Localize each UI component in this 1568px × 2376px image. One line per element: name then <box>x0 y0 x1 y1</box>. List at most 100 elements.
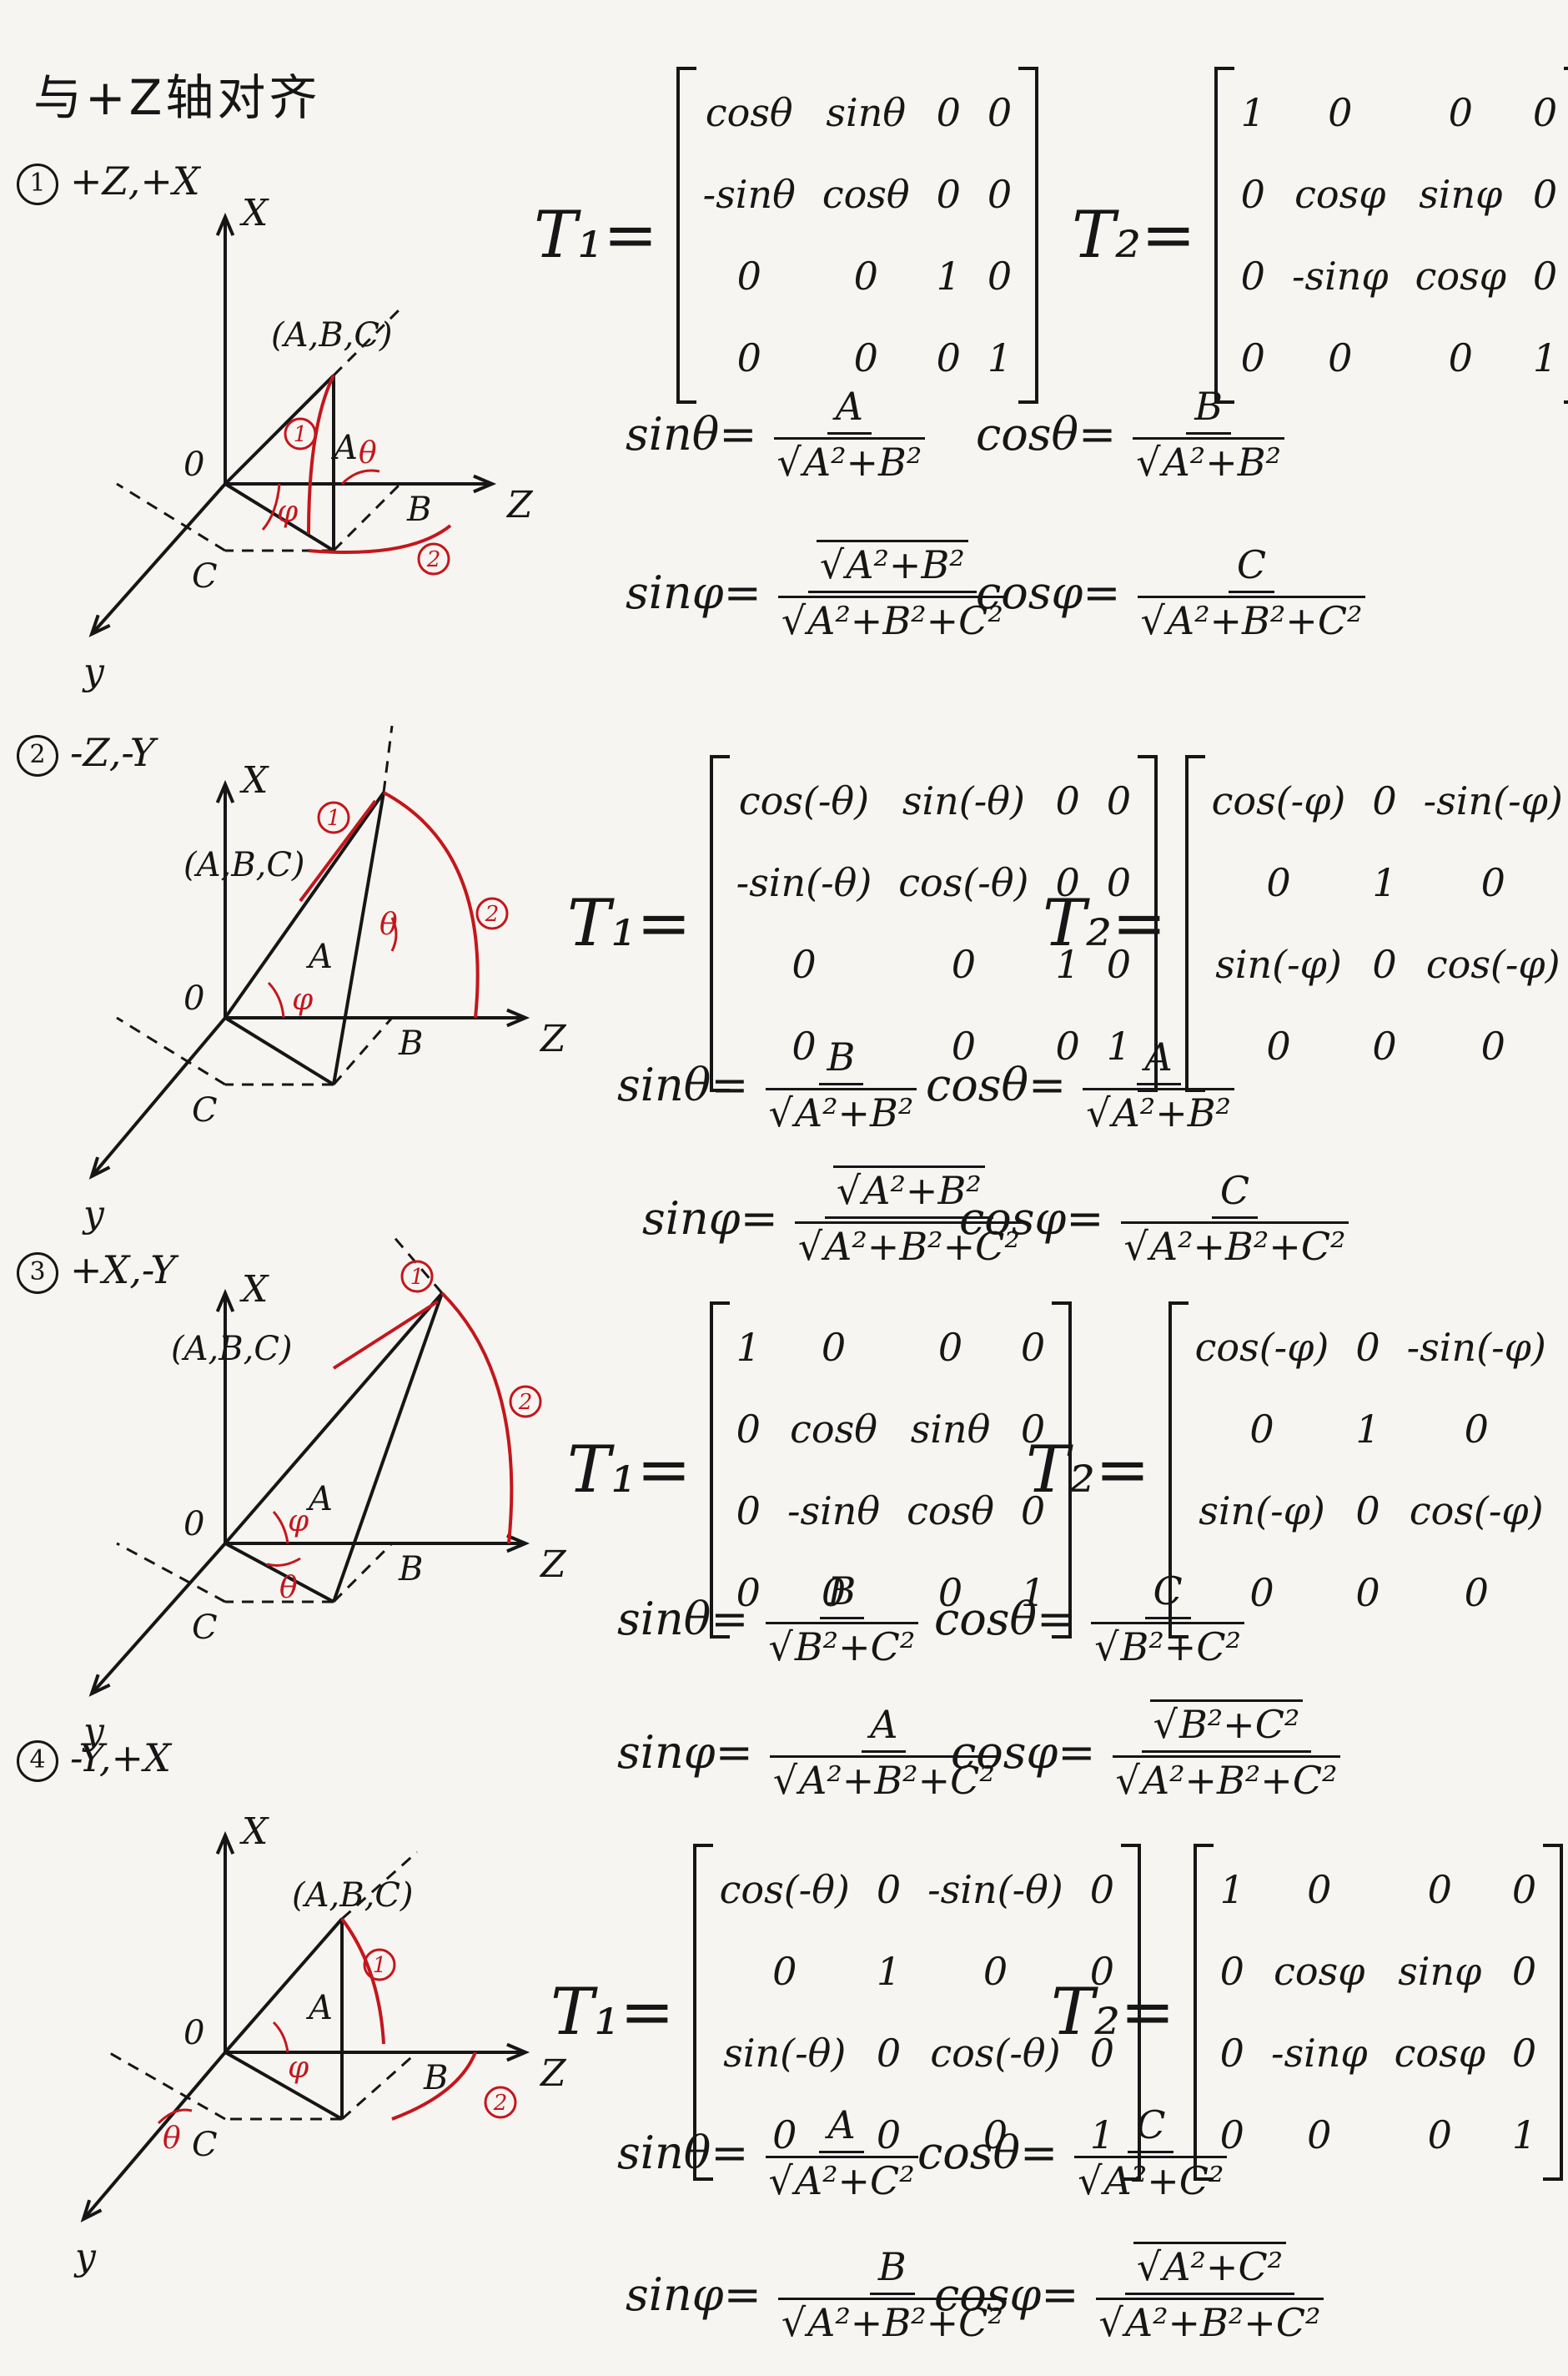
denominator: B²+C² <box>1083 1619 1253 1669</box>
matrix-cell: cos(-φ) <box>1194 1325 1329 1370</box>
fraction: BA²+B²+C² <box>770 2244 1015 2345</box>
numerator: A²+B² <box>807 540 977 593</box>
matrix-cell: 1 <box>1511 2112 1537 2157</box>
rotation-1-mark <box>284 417 317 451</box>
rotation-2-mark <box>484 2086 517 2119</box>
denominator: A²+B² <box>766 435 934 485</box>
projection-line <box>224 482 335 552</box>
y-axis-label: y <box>82 651 105 693</box>
fraction: CA²+B²+C² <box>1113 1168 1358 1269</box>
formula: cosφ=A²+C²A²+B²+C² <box>934 2242 1332 2345</box>
matrix-cell: 0 <box>736 335 761 380</box>
matrix-cell: 0 <box>987 254 1013 299</box>
fraction: AA²+C² <box>757 2102 927 2203</box>
rotation-2-arc <box>383 791 480 1019</box>
fraction: A²+B²A²+B²+C² <box>770 540 1015 643</box>
numerator: C <box>1128 2102 1174 2153</box>
origin-label: 0 <box>183 979 204 1018</box>
formula: cosθ=AA²+B² <box>926 1034 1243 1135</box>
theta-label: θ <box>359 436 377 471</box>
matrix-cell: 0 <box>1448 90 1473 135</box>
matrix-cell: 0 <box>1106 778 1132 823</box>
rotation-2-mark-text: 2 <box>426 547 441 572</box>
numerator: A <box>1136 1034 1181 1085</box>
rotation-2-arc <box>440 1291 514 1544</box>
c-label: C <box>192 1091 218 1130</box>
matrix-cell: 0 <box>1249 1570 1274 1615</box>
matrix-cell: 0 <box>1480 860 1505 905</box>
matrix-cell: 0 <box>1427 2112 1452 2157</box>
numerator: A²+B² <box>824 1165 993 1219</box>
matrix-cell: 0 <box>1219 1949 1244 1994</box>
z-axis-label: Z <box>505 484 534 526</box>
matrix-cell: 0 <box>821 1325 847 1370</box>
rotation-2-arc <box>391 2051 477 2121</box>
y-axis-head <box>80 2199 103 2222</box>
matrix-cell: sinφ <box>1419 172 1503 217</box>
matrix-cell: 0 <box>736 1488 761 1533</box>
rotation-2-mark <box>509 1385 542 1418</box>
matrix-cell: 0 <box>1240 335 1265 380</box>
x-axis-head <box>215 1830 235 1855</box>
matrix-cell: 0 <box>1355 1325 1380 1370</box>
formula-lhs: sinφ= <box>642 1192 778 1245</box>
matrix-cell: 1 <box>1355 1407 1380 1452</box>
dash-c-axis <box>116 1542 226 1603</box>
point-label: (A,B,C) <box>292 1876 414 1915</box>
a-label: A <box>305 1480 333 1518</box>
matrix-cell: 1 <box>1372 860 1397 905</box>
fraction: AA²+B² <box>1074 1034 1243 1135</box>
dash-top <box>332 307 402 377</box>
denominator: A²+B² <box>757 1085 926 1135</box>
vector-op <box>224 374 335 486</box>
fraction: AA²+B²+C² <box>761 1702 1007 1803</box>
formula-lhs: sinθ= <box>617 1593 749 1645</box>
matrix-cell: 0 <box>1372 1024 1397 1069</box>
matrix-cell: cosφ <box>1274 1949 1365 1994</box>
numerator: A²+C² <box>1124 2242 1295 2295</box>
matrix-cell: 0 <box>1464 1570 1489 1615</box>
rotation-1-arc <box>332 1300 440 1370</box>
rotation-1-mark-text: 1 <box>410 1265 425 1290</box>
matrix-cell: 0 <box>1089 1867 1115 1912</box>
matrix-cell: 0 <box>772 1949 797 1994</box>
projection-line <box>224 1542 334 1603</box>
numerator: B <box>1186 384 1232 435</box>
phi-label: φ <box>288 2051 309 2085</box>
matrix-cell: 0 <box>1020 1325 1046 1370</box>
matrix-cell: 0 <box>1511 1867 1537 1912</box>
dash-top <box>341 1850 418 1920</box>
numerator: C <box>1144 1568 1191 1619</box>
matrix-cell: 0 <box>1355 1488 1380 1533</box>
formula-lhs: cosφ= <box>976 566 1121 619</box>
vector-op <box>224 1917 344 2054</box>
matrix: cos(-φ)0-sin(-φ)00100sin(-φ)0cos(-φ)0000… <box>1184 755 1568 1092</box>
matrix-cell: cos(-θ) <box>898 860 1029 905</box>
matrix-cell: -sin(-φ) <box>1423 778 1563 823</box>
y-axis <box>90 482 227 636</box>
denominator: A²+B²+C² <box>1113 1219 1358 1269</box>
rotation-1-mark-text: 1 <box>327 806 341 831</box>
matrix-cell: -sinφ <box>1291 254 1389 299</box>
c-label: C <box>192 2126 218 2164</box>
matrix-cell: cosθ <box>907 1488 994 1533</box>
formula: sinθ=AA²+C² <box>617 2102 927 2203</box>
rotation-1-arc <box>299 799 377 903</box>
matrix-cell: sin(-θ) <box>723 2031 847 2076</box>
matrix-cell: 0 <box>1266 1024 1291 1069</box>
matrix-cell: 0 <box>1055 1024 1080 1069</box>
y-axis-label: y <box>73 2236 97 2278</box>
height-a <box>332 1292 444 1603</box>
origin-label: 0 <box>183 1505 204 1543</box>
matrix-cell: -sin(-θ) <box>927 1867 1063 1912</box>
formula-lhs: sinθ= <box>617 1059 749 1111</box>
matrix-cell: 0 <box>821 1570 847 1615</box>
matrix-cell: 0 <box>936 172 961 217</box>
theta-arc <box>390 917 398 952</box>
matrix-cell: 0 <box>1532 172 1558 217</box>
formula-lhs: cosφ= <box>959 1192 1104 1245</box>
